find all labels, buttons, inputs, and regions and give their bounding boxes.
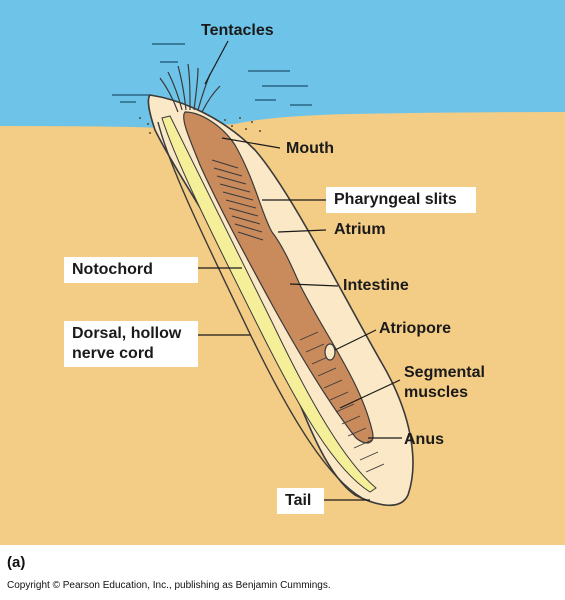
nerve-cord-shape xyxy=(157,121,363,499)
label-dorsal-nerve-cord-line2: nerve cord xyxy=(72,345,154,362)
leader-tentacles xyxy=(204,40,229,85)
panel-letter: (a) xyxy=(7,554,26,571)
label-tail: Tail xyxy=(277,488,324,514)
label-anus: Anus xyxy=(404,431,444,448)
label-intestine: Intestine xyxy=(343,277,409,294)
leader-mouth xyxy=(221,137,281,149)
label-pharyngeal-slits: Pharyngeal slits xyxy=(326,187,476,213)
leader-intestine xyxy=(289,283,339,287)
notochord-shape xyxy=(161,115,377,493)
leader-segmental-muscles xyxy=(339,379,401,409)
label-segmental-muscles-line1: Segmental xyxy=(404,364,485,381)
label-dorsal-nerve-cord-line1: Dorsal, hollow xyxy=(72,325,182,342)
label-mouth: Mouth xyxy=(286,140,334,157)
leader-lines xyxy=(198,40,402,501)
label-dorsal-nerve-cord: Dorsal, hollow nerve cord xyxy=(64,321,198,367)
label-atriopore: Atriopore xyxy=(379,320,451,337)
water-region xyxy=(0,0,565,128)
label-notochord: Notochord xyxy=(64,257,198,283)
leader-atrium xyxy=(277,229,327,233)
gut-shape xyxy=(183,111,374,444)
tentacles-shape xyxy=(159,63,221,113)
segmental-muscle-hatching xyxy=(299,331,385,473)
label-atrium: Atrium xyxy=(334,221,386,238)
leader-atriopore xyxy=(334,329,377,351)
label-segmental-muscles-line2: muscles xyxy=(404,384,469,401)
pharyngeal-slit-marks xyxy=(211,159,264,241)
atriopore-shape xyxy=(324,343,336,361)
label-tentacles: Tentacles xyxy=(201,22,274,39)
copyright-notice: Copyright © Pearson Education, Inc., pub… xyxy=(7,580,331,591)
water-ripples xyxy=(112,43,312,106)
label-segmental-muscles: Segmental muscles xyxy=(404,363,485,403)
